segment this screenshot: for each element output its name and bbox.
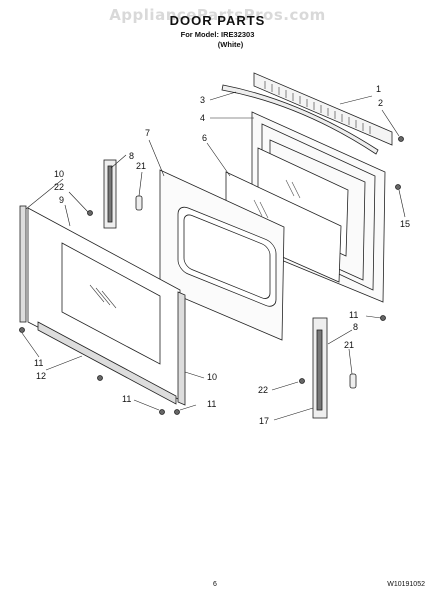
screw-15 [395, 184, 401, 190]
callout-1: 1 [376, 84, 381, 94]
screw-11-bottom [97, 375, 103, 381]
document-number: W10191052 [387, 581, 425, 588]
side-trim-right [177, 291, 186, 406]
callout-8-lower: 8 [353, 322, 358, 332]
side-trim-left [19, 205, 27, 323]
hinge-lower [312, 317, 328, 419]
callout-21-upper: 21 [136, 161, 146, 171]
callout-8-upper: 8 [129, 151, 134, 161]
outer-door-panel [27, 207, 181, 401]
deflector-part [221, 84, 379, 155]
hinge-upper [103, 159, 117, 229]
screw-11-top-right [380, 315, 386, 321]
screw-11-left [19, 327, 25, 333]
callout-6: 6 [202, 133, 207, 143]
callout-11-left: 11 [34, 358, 43, 368]
hinge-receiver-upper [135, 195, 143, 211]
callout-11-right: 11 [207, 399, 216, 409]
callout-10-lower: 10 [207, 372, 217, 382]
vent-trim-part [253, 72, 393, 146]
callout-3: 3 [200, 95, 205, 105]
callout-11-bottom: 11 [122, 394, 131, 404]
hinge-receiver-lower [349, 373, 357, 389]
callout-2: 2 [378, 98, 383, 108]
callout-22-upper: 22 [54, 182, 64, 192]
screw-11-bottom-right [159, 409, 165, 415]
screw-22-lower [299, 378, 305, 384]
screw-22-upper [87, 210, 93, 216]
door-liner-part [159, 169, 285, 341]
callout-15: 15 [400, 219, 410, 229]
color-line: (White) [217, 40, 244, 49]
callout-10-upper: 10 [54, 169, 64, 179]
screw-2 [398, 136, 404, 142]
callout-9: 9 [59, 195, 64, 205]
callout-7: 7 [145, 128, 150, 138]
page-number: 6 [213, 581, 217, 588]
callout-21-lower: 21 [344, 340, 354, 350]
watermark: AppliancePartsPros.com [109, 6, 326, 24]
page-title: DOOR PARTS [169, 13, 266, 28]
bottom-trim-part [37, 321, 177, 405]
callout-17: 17 [259, 416, 269, 426]
screw-11-right [174, 409, 180, 415]
callout-12: 12 [36, 371, 46, 381]
callout-22-lower: 22 [258, 385, 268, 395]
model-line: For Model: IRE32303 [180, 30, 255, 39]
callout-4: 4 [200, 113, 205, 123]
callout-11-top-right: 11 [349, 310, 358, 320]
